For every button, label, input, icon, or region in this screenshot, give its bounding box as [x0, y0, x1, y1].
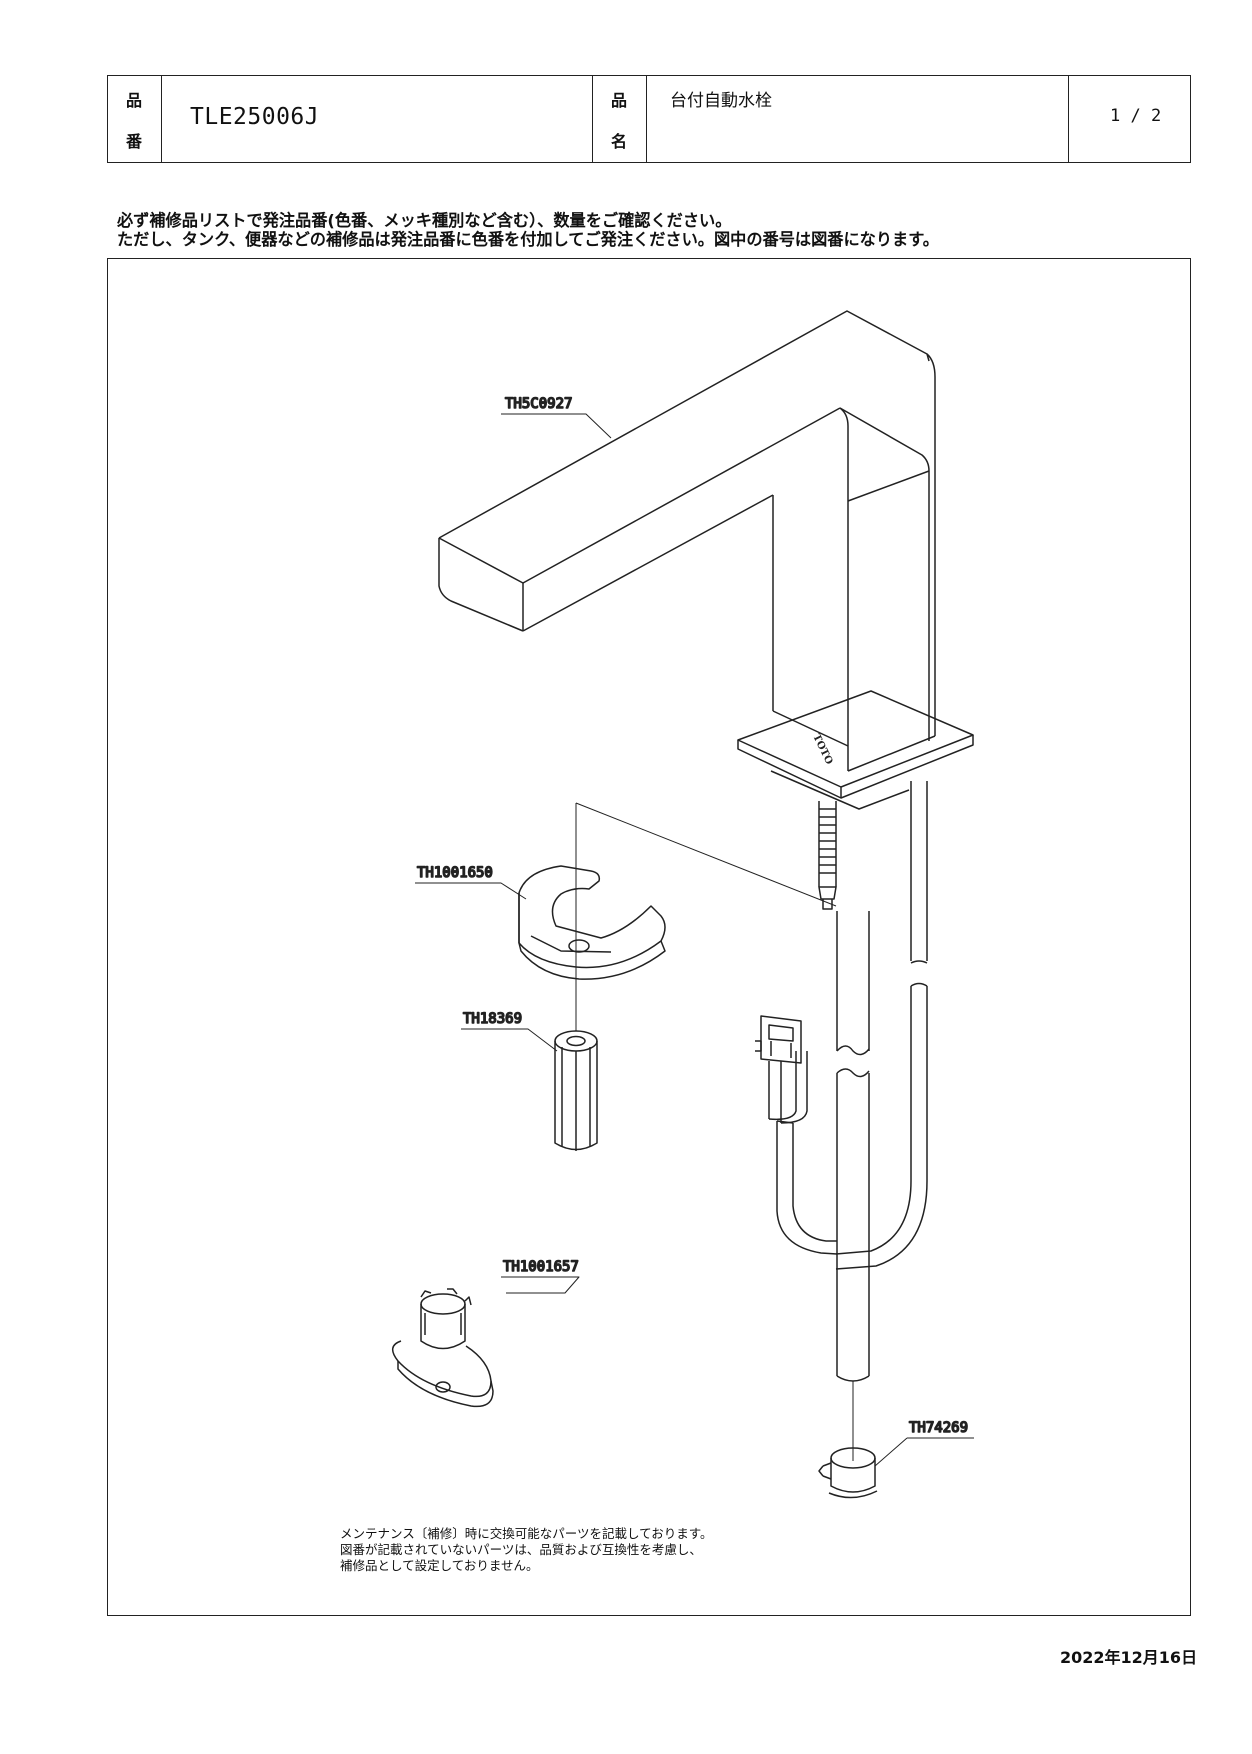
clamp-part-drawing [818, 1447, 878, 1499]
note-line-2: 図番が記載されていないパーツは、品質および互換性を考慮し、 [340, 1542, 702, 1557]
key-part-drawing [392, 1288, 494, 1408]
part-number: TLE25006J [190, 104, 320, 130]
parts-drawing: TOTO [392, 310, 974, 1499]
name-label-top: 品 [611, 91, 628, 110]
header-divider [161, 76, 162, 162]
threaded-stud [818, 801, 837, 910]
header-divider [646, 76, 647, 162]
supply-hose-right [835, 781, 928, 1270]
note-line-1: メンテナンス〔補修〕時に交換可能なパーツを記載しております。 [340, 1526, 713, 1541]
callout-clip: TH1001650 [417, 865, 493, 881]
sensor-cable [755, 1015, 838, 1255]
callout-spout: TH5C0927 [505, 396, 572, 412]
callout-key: TH1001657 [503, 1259, 579, 1275]
instruction-line-1: 必ず補修品リストで発注品番(色番、メッキ種別など含む）、数量をご確認ください。 [117, 211, 732, 230]
name-label-bottom: 名 [611, 132, 628, 151]
part-no-label-bottom: 番 [126, 132, 143, 151]
part-no-label-top: 品 [126, 91, 143, 110]
header-divider [1068, 76, 1069, 162]
callout-clamp: TH74269 [909, 1420, 968, 1436]
instruction-line-2: ただし、タンク、便器などの補修品は発注品番に色番を付加してご発注ください。図中の… [117, 230, 939, 249]
product-name: 台付自動水栓 [670, 91, 772, 111]
page-number: 1 / 2 [1110, 106, 1162, 126]
header-divider [592, 76, 593, 162]
faucet-spout-drawing [438, 310, 974, 810]
note-line-3: 補修品として設定しておりません。 [340, 1558, 539, 1573]
callout-nut: TH18369 [463, 1011, 522, 1027]
supply-hose-main [836, 911, 870, 1382]
header-box: 品 番 TLE25006J 品 名 台付自動水栓 1 / 2 [107, 75, 1191, 163]
nut-part-drawing [554, 1030, 598, 1151]
issue-date: 2022年12月16日 [1060, 1648, 1198, 1667]
drawing-frame: TOTO [107, 258, 1191, 1616]
clip-part-drawing [518, 865, 666, 980]
